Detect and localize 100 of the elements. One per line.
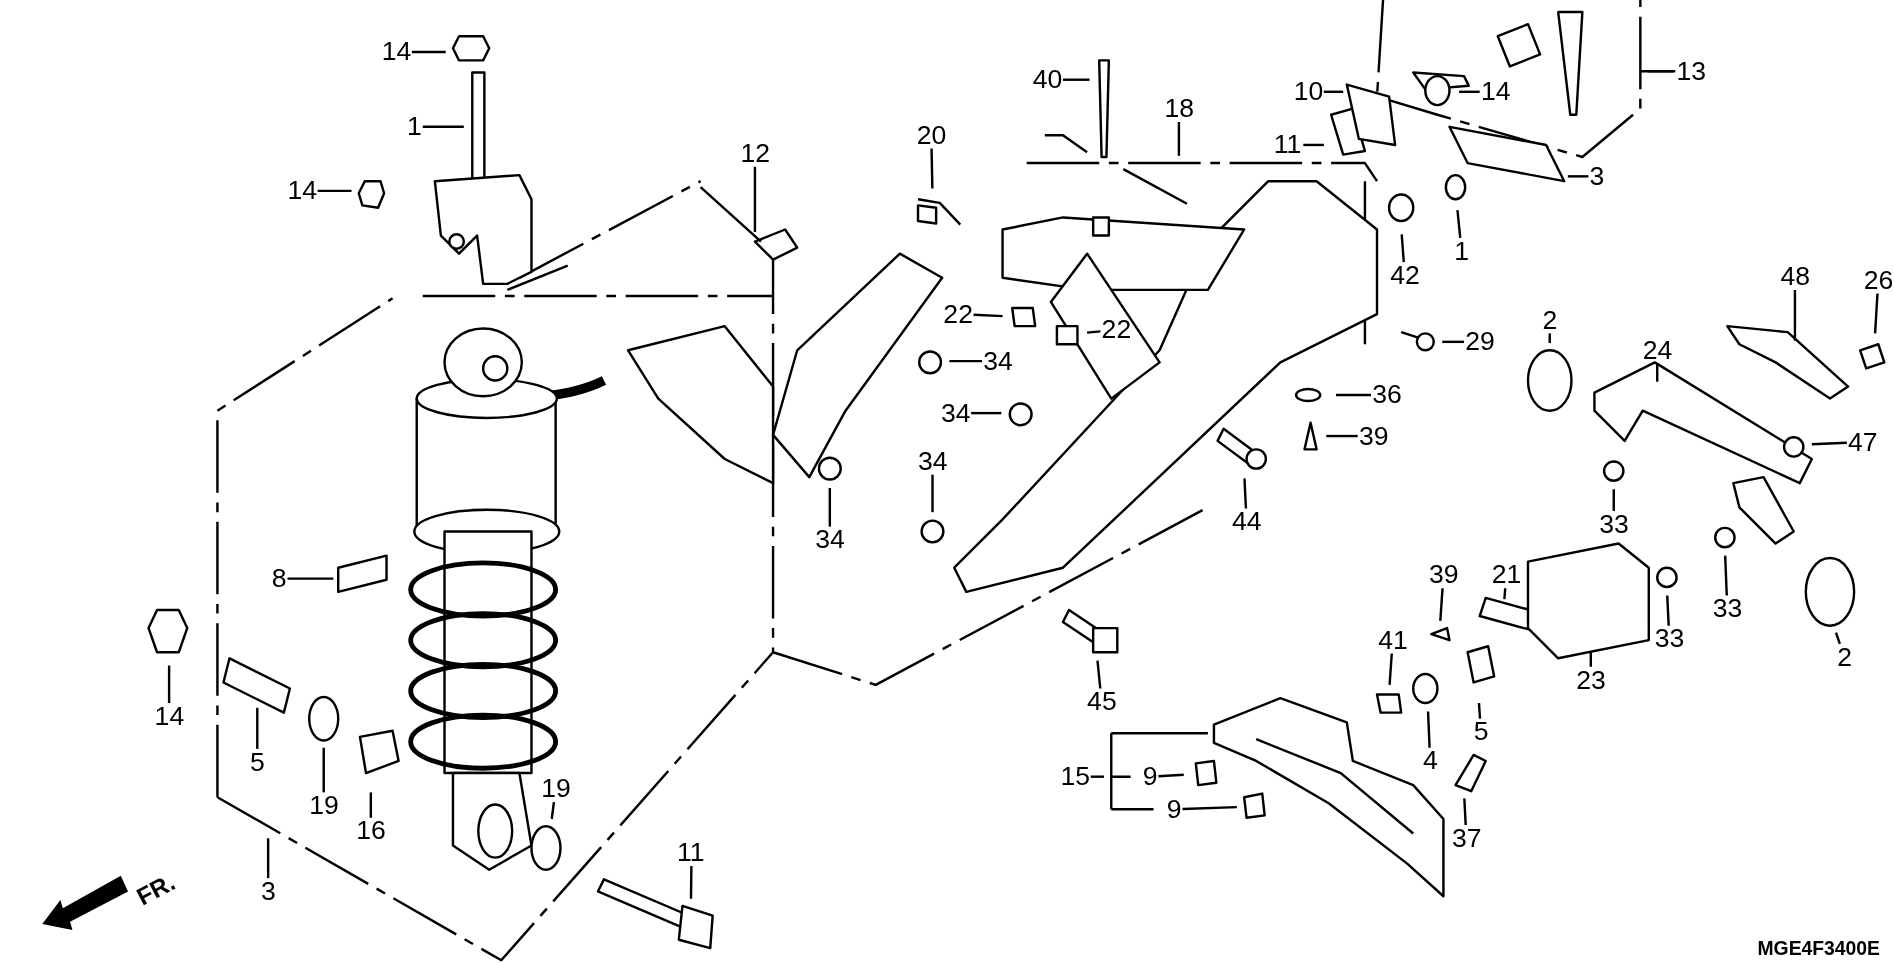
leader-line: [1459, 90, 1480, 93]
callout-number: 37: [1450, 825, 1483, 852]
leader-line: [256, 707, 259, 749]
leader-line: [1834, 632, 1841, 645]
callout-number: 5: [248, 748, 267, 776]
callout-number: 3: [1588, 163, 1606, 190]
callout-number: 16: [355, 817, 388, 845]
callout-number: 2: [1541, 306, 1559, 334]
callout-number: 9: [1141, 763, 1159, 790]
leader-line: [1811, 441, 1847, 446]
leader-line: [1477, 702, 1482, 719]
callout-number: 1: [405, 113, 424, 141]
leader-line: [411, 50, 446, 54]
callout-number: 15: [1059, 763, 1092, 790]
callout-number: 42: [1389, 262, 1422, 289]
leader-line: [369, 792, 373, 818]
leader-line: [1335, 393, 1371, 397]
leader-line: [931, 474, 934, 513]
callout-number: 11: [675, 839, 706, 867]
callout-number: 19: [308, 792, 340, 819]
callout-number: 29: [1463, 328, 1496, 356]
callout-number: 45: [1085, 688, 1118, 716]
callout-number: 34: [916, 448, 949, 475]
callout-number: 40: [1031, 66, 1064, 93]
callout-number: 12: [739, 140, 772, 167]
leader-line: [1086, 330, 1101, 334]
callout-number: 26: [1862, 266, 1894, 294]
leader-line: [971, 411, 1002, 415]
leader-line: [1326, 434, 1358, 438]
leader-line: [1439, 588, 1444, 621]
diagram-code: MGE4F3400E: [1757, 939, 1880, 960]
callout-number: 13: [1675, 58, 1708, 85]
leader-line: [973, 313, 1003, 318]
leader-line: [1548, 333, 1551, 344]
callout-number: 14: [286, 177, 319, 205]
callout-number: 14: [1479, 78, 1512, 106]
callout-number: 14: [380, 38, 413, 66]
leader-line: [1243, 478, 1248, 509]
leader-line: [1096, 660, 1102, 689]
callout-number: 39: [1357, 422, 1390, 450]
callout-number: 9: [1165, 796, 1183, 823]
callout-number: 2: [1836, 643, 1854, 671]
callout-number: 34: [982, 347, 1014, 375]
callout-number: 33: [1711, 595, 1744, 623]
callout-number: 8: [270, 565, 288, 592]
leader-line: [1873, 293, 1879, 334]
leader-line: [1388, 653, 1393, 685]
leader-line: [1647, 70, 1676, 73]
leader-line: [949, 359, 982, 363]
leader-line: [1612, 489, 1615, 511]
callout-number: 24: [1641, 337, 1674, 364]
leader-line: [1567, 175, 1589, 178]
leader-line: [930, 148, 934, 189]
callout-number: 14: [153, 703, 186, 730]
leader-line: [1090, 775, 1104, 778]
callout-number: 21: [1490, 561, 1523, 589]
leader-line: [322, 747, 325, 793]
leader-line: [1426, 711, 1431, 748]
callout-number: 4: [1421, 747, 1439, 775]
leader-line: [1158, 773, 1184, 778]
callout-number: 34: [814, 526, 847, 554]
callout-number: 19: [539, 775, 572, 803]
leader-line: [422, 125, 464, 129]
callout-number: 33: [1598, 510, 1631, 538]
leader-line: [1666, 595, 1670, 626]
callout-number: 22: [942, 300, 975, 328]
callout-number: 1: [1453, 237, 1471, 265]
leader-line: [689, 866, 693, 899]
callout-number: 47: [1846, 428, 1879, 456]
leader-line: [1793, 289, 1797, 341]
leader-line: [1400, 234, 1405, 263]
leader-line: [317, 189, 352, 193]
callout-number: 11: [1272, 131, 1303, 159]
callout-number: 48: [1779, 263, 1812, 290]
leader-line: [550, 801, 556, 820]
leader-line: [287, 577, 334, 580]
leader-line: [266, 838, 270, 879]
callout-number: 20: [915, 122, 948, 149]
callout-number: 36: [1370, 381, 1403, 409]
callout-number: 34: [939, 399, 972, 427]
direction-label: FR.: [132, 869, 179, 910]
callout-number: 33: [1653, 625, 1686, 653]
leader-line: [1463, 798, 1467, 826]
leader-line: [1589, 651, 1592, 667]
leader-line: [1303, 143, 1324, 147]
leader-line: [1177, 122, 1181, 156]
callout-number: 23: [1575, 666, 1608, 694]
callout-number: 44: [1230, 508, 1263, 536]
leader-line: [753, 166, 757, 232]
leader-line: [167, 665, 171, 703]
leader-line: [1442, 340, 1464, 344]
leader-line: [1503, 588, 1507, 600]
leader-line: [1323, 90, 1344, 93]
leader-line: [1062, 78, 1090, 81]
leader-line: [1656, 363, 1659, 382]
callout-number: 22: [1100, 316, 1133, 344]
leader-line: [1456, 210, 1462, 239]
callout-number: 5: [1472, 718, 1490, 746]
leader-line: [1182, 805, 1237, 811]
leader-line: [1723, 555, 1728, 596]
